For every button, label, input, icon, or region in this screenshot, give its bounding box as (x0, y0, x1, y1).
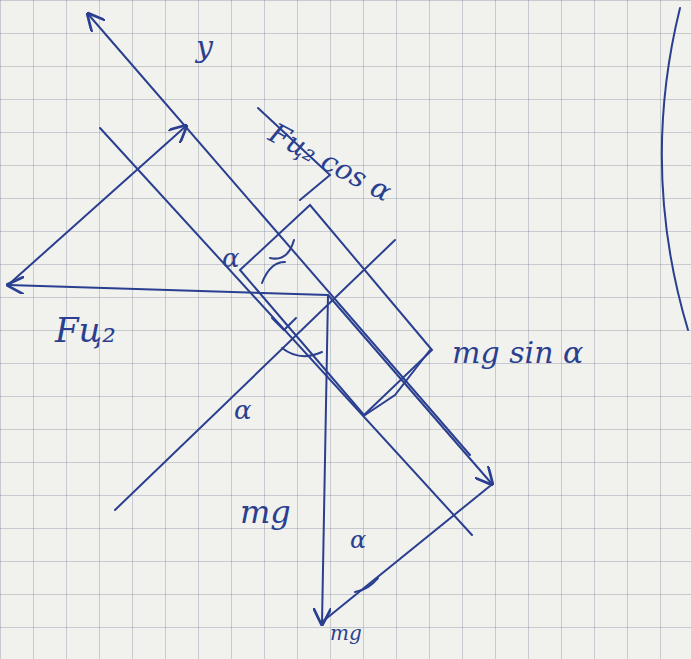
block (240, 205, 432, 415)
angle-arc (270, 240, 294, 259)
projection-line (8, 126, 186, 285)
force-vector (8, 285, 328, 295)
edge-arc (662, 8, 688, 330)
component-label: Fц₂ cos α (264, 118, 397, 208)
angle-arc (282, 348, 322, 356)
component-label: mg sin α (452, 336, 583, 369)
y-axis (88, 14, 470, 455)
angle-label: α (350, 527, 366, 553)
angle-arc (355, 578, 378, 592)
gravity-vector (322, 295, 328, 624)
axis-label: y (196, 30, 213, 63)
angle-arc (262, 262, 285, 283)
angle-label: α (222, 244, 240, 273)
force-label: Fц₂ (55, 312, 116, 349)
force-label: mg (240, 495, 291, 530)
incline-line (100, 128, 472, 535)
normal-line (115, 240, 395, 510)
force-label: mg (330, 622, 362, 644)
bracket (365, 350, 430, 415)
projection-line (322, 486, 490, 622)
right-angle-mark (272, 318, 296, 330)
angle-label: α (234, 396, 252, 425)
component-vector (328, 295, 492, 484)
